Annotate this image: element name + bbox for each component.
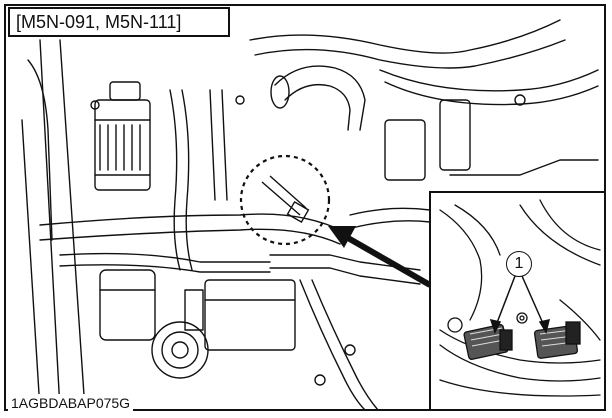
callout-leaders: [489, 275, 551, 334]
connector-small: [261, 175, 310, 224]
model-label: [M5N-091, M5N-111]: [8, 7, 230, 37]
highlight-circle: [239, 154, 331, 246]
connector-right: [533, 321, 581, 359]
pointer-arrow: [328, 226, 432, 288]
engine-bay-drawing: [21, 19, 599, 411]
connector-left: [463, 324, 513, 360]
callout-number: 1: [506, 251, 532, 277]
figure-code: 1AGBDABAP075G: [8, 394, 134, 412]
inset-detail-view: [429, 191, 606, 411]
